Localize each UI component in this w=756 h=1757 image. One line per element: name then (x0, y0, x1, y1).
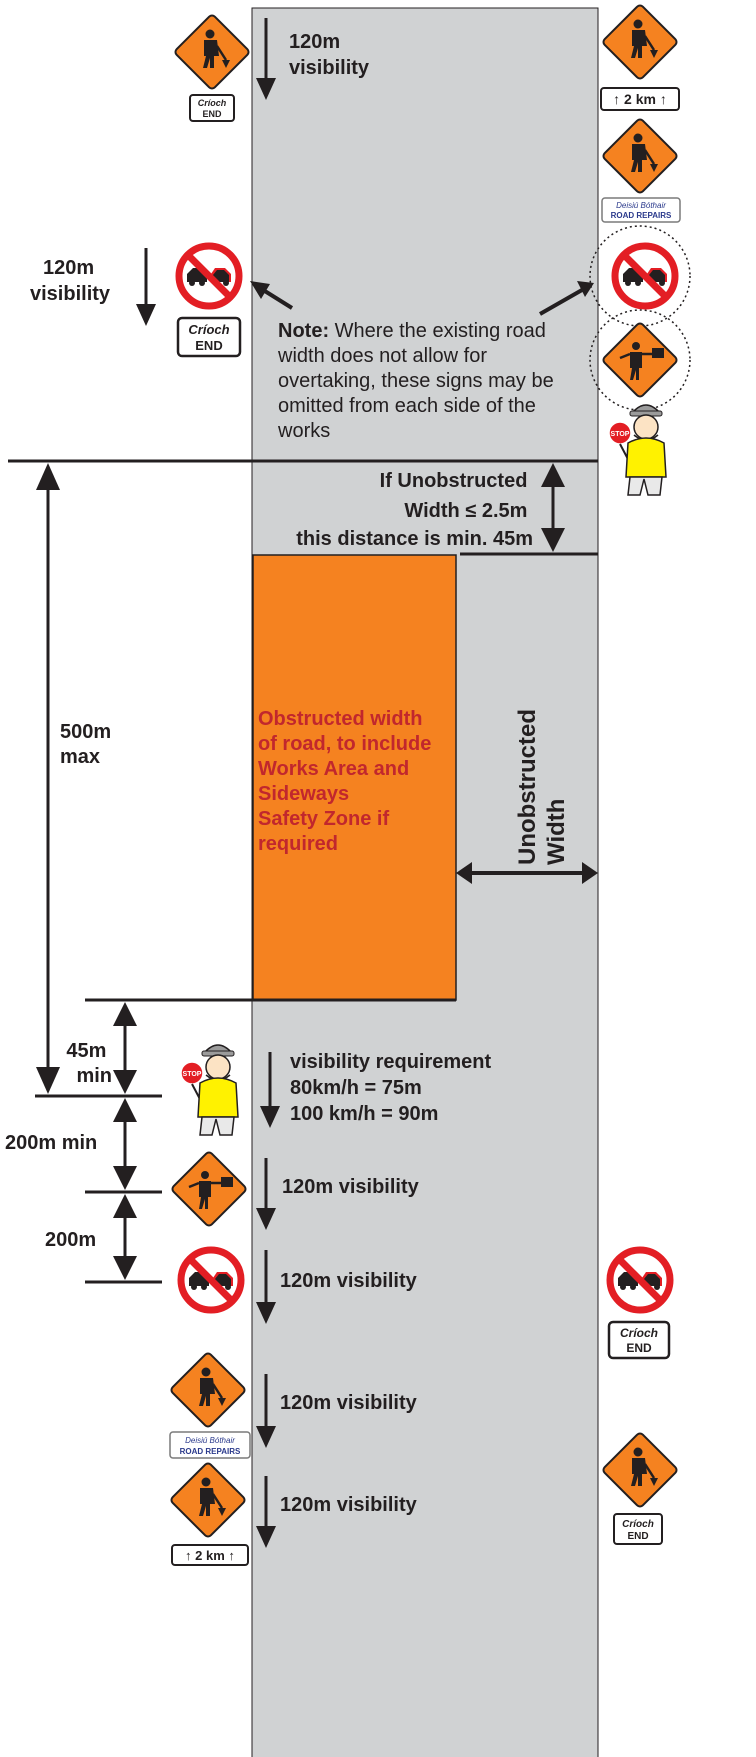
end-plate: Críoch END (607, 1320, 671, 1360)
end-plate: Críoch END (613, 1513, 663, 1545)
unobstructed-width-label: Unobstructed Width (514, 709, 570, 865)
arrowhead (113, 1256, 137, 1280)
arrowhead (113, 1002, 137, 1026)
arrowhead (256, 1208, 276, 1230)
no-overtaking-sign-icon (610, 1250, 670, 1310)
arrowhead (36, 463, 60, 490)
min-200-label: 200m min (5, 1132, 97, 1154)
svg-text:Unobstructed: Unobstructed (514, 709, 541, 865)
arrowhead (36, 1067, 60, 1094)
road-repairs-plate: Deisiú Bóthair ROAD REPAIRS (169, 1431, 251, 1459)
svg-text:ROAD REPAIRS: ROAD REPAIRS (180, 1447, 241, 1456)
condition-label: If Unobstructed Width ≤ 2.5m this distan… (296, 470, 533, 550)
svg-text:Deisiú Bóthair: Deisiú Bóthair (616, 201, 666, 210)
visibility-label-distance: 120m visibility (280, 1494, 418, 1516)
roadworks-sign-icon (168, 1350, 248, 1430)
roadworks-sign-icon (172, 12, 252, 92)
arrowhead (582, 862, 598, 884)
works-area (252, 554, 457, 1001)
visibility-label-road-repairs: 120m visibility (280, 1392, 418, 1414)
top-visibility-label: 120m visibility (289, 31, 370, 79)
no-overtaking-sign-icon (179, 246, 239, 306)
max-500-label: 500m max (60, 721, 117, 768)
visibility-label-no-overtaking: 120m visibility (280, 1270, 418, 1292)
svg-text:Críoch: Críoch (620, 1326, 658, 1340)
roadworks-sign-icon (600, 2, 680, 82)
flagman-sign-icon (600, 320, 680, 400)
arrowhead (113, 1194, 137, 1218)
svg-text:↑ 2 km ↑: ↑ 2 km ↑ (185, 1548, 235, 1563)
arrowhead (256, 78, 276, 100)
note-pointer-right (539, 288, 583, 316)
arrowhead (256, 1426, 276, 1448)
obstructed-width-label: Obstructed width of road, to include Wor… (258, 708, 437, 855)
svg-text:Críoch: Críoch (198, 98, 227, 108)
min-45-label: 45m min (66, 1040, 112, 1087)
arrowhead (541, 528, 565, 552)
svg-text:Críoch: Críoch (188, 322, 229, 337)
flagman-sign-icon (169, 1149, 249, 1229)
visibility-requirement-label: visibility requirement 80km/h = 75m 100 … (290, 1051, 497, 1125)
svg-text:Deisiú Bóthair: Deisiú Bóthair (185, 1436, 235, 1445)
d200-label: 200m (45, 1229, 96, 1251)
svg-text:Width: Width (543, 799, 570, 865)
arrowhead (260, 1106, 280, 1128)
visibility-label-flagman: 120m visibility (282, 1176, 420, 1198)
arrowhead (113, 1098, 137, 1122)
arrowhead (456, 862, 472, 884)
arrowhead (250, 281, 270, 299)
no-overtaking-sign-icon (615, 246, 675, 306)
svg-text:↑ 2 km ↑: ↑ 2 km ↑ (613, 91, 667, 107)
note-text: Note: Where the existing road width does… (277, 320, 559, 442)
optional-sign-marker (589, 225, 691, 327)
stop-go-operator-icon (180, 1044, 239, 1136)
svg-text:END: END (626, 1341, 652, 1355)
svg-text:END: END (202, 109, 222, 119)
arrowhead (256, 1526, 276, 1548)
no-overtaking-sign-icon (181, 1250, 241, 1310)
distance-plate: ↑ 2 km ↑ (171, 1544, 249, 1566)
arrowhead (136, 304, 156, 326)
arrowhead (577, 281, 594, 297)
svg-text:Críoch: Críoch (622, 1519, 654, 1530)
roadworks-sign-icon (600, 116, 680, 196)
optional-sign-marker (589, 309, 691, 411)
arrowhead (541, 463, 565, 487)
distance-plate: ↑ 2 km ↑ (600, 87, 680, 111)
arrowhead (113, 1166, 137, 1190)
svg-text:END: END (195, 338, 222, 353)
arrowhead (113, 1070, 137, 1094)
end-plate: Críoch END (176, 316, 242, 358)
svg-text:END: END (627, 1531, 648, 1542)
arrowhead (256, 1302, 276, 1324)
left-visibility-label: 120m visibility (30, 257, 111, 305)
stop-go-operator-icon (608, 404, 667, 496)
road-repairs-plate: Deisiú Bóthair ROAD REPAIRS (601, 197, 681, 223)
roadworks-sign-icon (600, 1430, 680, 1510)
end-plate: Críoch END (189, 94, 235, 122)
svg-text:ROAD REPAIRS: ROAD REPAIRS (611, 211, 672, 220)
roadworks-sign-icon (168, 1460, 248, 1540)
